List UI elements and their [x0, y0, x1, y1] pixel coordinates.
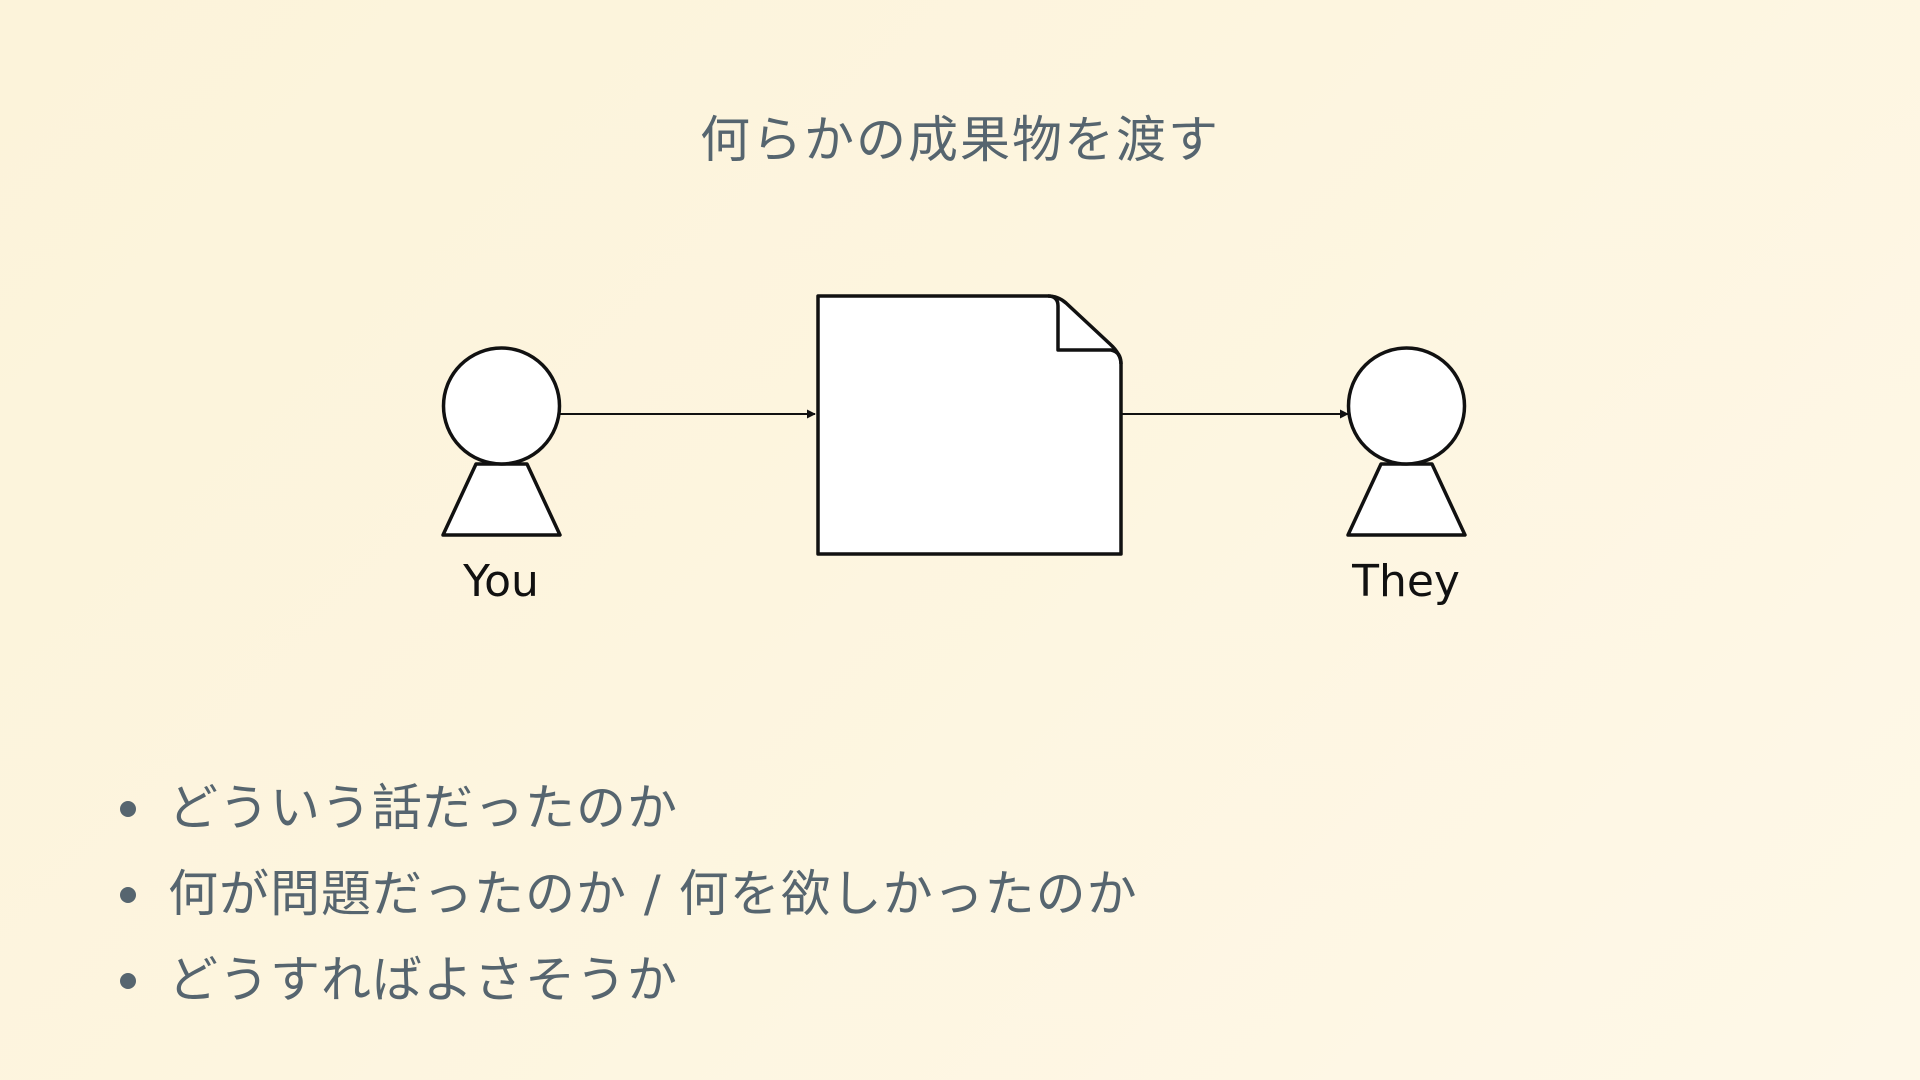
- bullet-text: どうすればよさそうか: [168, 951, 678, 1009]
- bullet-list: どういう話だったのか 何が問題だったのか / 何を欲しかったのか どうすればよさ…: [110, 765, 1138, 1023]
- bullet-dot-icon: [120, 887, 136, 903]
- slide-title: 何らかの成果物を渡す: [700, 111, 1220, 169]
- list-item: 何が問題だったのか / 何を欲しかったのか: [110, 851, 1138, 937]
- bullet-dot-icon: [120, 973, 136, 989]
- sender-person-icon: [441, 346, 562, 537]
- list-item: どういう話だったのか: [110, 765, 1138, 851]
- sender-label: You: [462, 556, 539, 607]
- list-item: どうすればよさそうか: [110, 937, 1138, 1023]
- bullet-text: どういう話だったのか: [168, 779, 678, 837]
- bullet-dot-icon: [120, 801, 136, 817]
- bullet-text: 何が問題だったのか / 何を欲しかったのか: [168, 865, 1138, 923]
- document-icon: [816, 294, 1123, 556]
- receiver-person-icon: [1346, 346, 1467, 537]
- receiver-label: They: [1351, 556, 1460, 607]
